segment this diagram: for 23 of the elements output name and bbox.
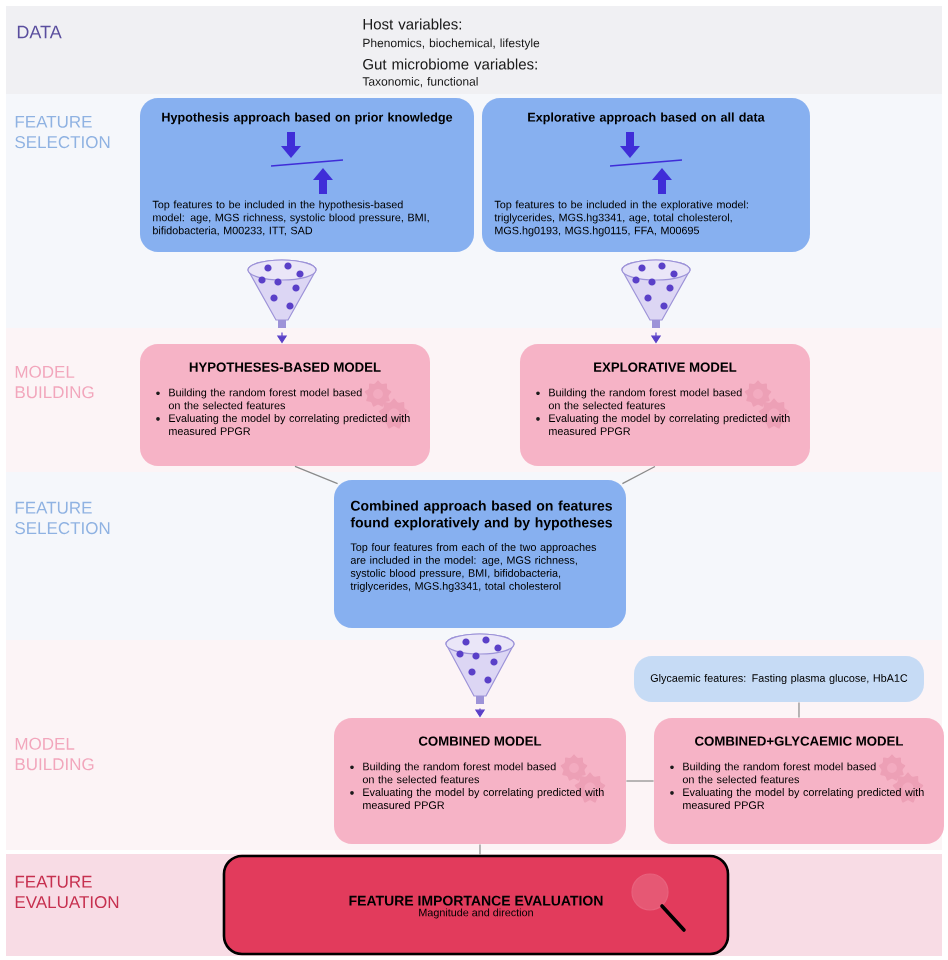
approach-box [334,480,626,628]
section-label: DATA [17,25,62,39]
model-box [520,344,810,466]
section-label: FEATURE SELECTION [15,115,110,149]
model-box [334,718,626,844]
approach-box [482,98,810,252]
info-box [634,656,924,702]
section-label: MODEL BUILDING [15,737,94,771]
funnel-drawing [445,633,515,704]
section-label: MODEL BUILDING [15,365,94,399]
connector-line [479,843,481,856]
connector-line [625,780,655,782]
funnel-drawing [247,259,317,328]
connector-line [798,701,800,719]
model-box [654,718,944,844]
section-label: FEATURE EVALUATION [15,875,119,909]
approach-box [140,98,474,252]
connector-line [294,465,339,485]
funnel-drawing [621,259,691,328]
section-label: FEATURE SELECTION [15,501,110,535]
model-box [140,344,430,466]
evaluation-box [222,854,730,956]
connector-line [621,465,656,485]
